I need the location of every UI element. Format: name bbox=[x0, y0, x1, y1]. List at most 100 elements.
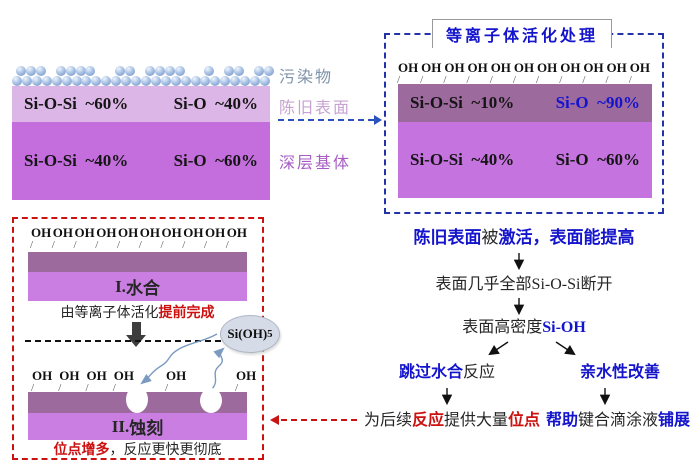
hydroxyl-group: OH/ bbox=[443, 61, 464, 86]
down-arrow-icon bbox=[441, 388, 453, 406]
oh-label: OH bbox=[537, 60, 558, 75]
contaminant-sphere bbox=[35, 66, 46, 76]
contaminant-sphere bbox=[51, 76, 62, 86]
contaminant-sphere bbox=[25, 66, 36, 76]
hydroxyl-group: OH/ bbox=[139, 225, 160, 251]
oh-label: OH bbox=[183, 225, 204, 240]
branch-arrow-right-icon bbox=[555, 341, 576, 356]
contaminant-sphere bbox=[41, 76, 52, 86]
text-segment: 提前完成 bbox=[158, 306, 215, 321]
contaminant-sphere bbox=[154, 66, 165, 76]
oh-label: OH bbox=[31, 225, 52, 240]
plasma-top-layer: Si-O-Si ~10% Si-O ~90% bbox=[398, 84, 652, 122]
contaminant-sphere bbox=[250, 76, 261, 86]
oh-group-row: OH/OH/OH/OH/ bbox=[31, 368, 134, 394]
bond-slash-icon: / bbox=[160, 239, 164, 251]
flow-result-spread: 帮助键合滴涂液铺展 bbox=[546, 412, 690, 430]
hydroxyl-group: OH/ bbox=[113, 368, 134, 394]
dashed-separator-line bbox=[25, 340, 221, 342]
etch-step-title: II. 蚀刻 bbox=[28, 413, 247, 440]
oh-label: OH bbox=[139, 225, 160, 240]
text-segment: 为后续 bbox=[364, 412, 413, 429]
hydroxyl-group: OH/ bbox=[182, 225, 204, 251]
hydroxyl-group: OH/ bbox=[226, 226, 247, 251]
contaminant-sphere bbox=[264, 66, 274, 76]
bond-slash-icon: / bbox=[628, 74, 632, 86]
hydroxyl-group: OH/ bbox=[559, 61, 580, 86]
oh-label: OH bbox=[236, 368, 257, 383]
label-substrate: 深层基体 bbox=[279, 155, 352, 172]
text-segment: Si-OH bbox=[542, 319, 586, 336]
contaminant-sphere bbox=[71, 76, 82, 86]
layer-label: Si-O-Si ~10% bbox=[410, 93, 515, 112]
oh-label: OH bbox=[606, 60, 627, 75]
hydroxyl-group: OH/ bbox=[85, 369, 107, 394]
contaminant-sphere bbox=[16, 66, 26, 76]
bond-slash-icon: / bbox=[489, 74, 493, 86]
etch-pit bbox=[200, 388, 222, 413]
layer-label: Si-O ~90% bbox=[555, 93, 640, 112]
contaminant-sphere bbox=[230, 76, 241, 86]
contaminant-sphere bbox=[254, 66, 265, 76]
text-segment: I. bbox=[115, 276, 126, 296]
oh-label: OH bbox=[32, 368, 53, 383]
oh-group-row: OH/ bbox=[235, 368, 258, 394]
contaminant-sphere bbox=[200, 76, 211, 86]
oh-label: OH bbox=[52, 225, 73, 240]
contaminant-sphere bbox=[125, 66, 136, 76]
contaminant-sphere bbox=[75, 66, 86, 76]
hydroxyl-group: OH/ bbox=[397, 61, 418, 86]
down-arrow-icon bbox=[513, 253, 525, 271]
bond-slash-icon: / bbox=[536, 74, 540, 86]
branch-arrow-left-icon bbox=[488, 341, 509, 356]
bond-slash-icon: / bbox=[165, 382, 169, 394]
label-aged-surface: 陈旧表面 bbox=[279, 100, 352, 117]
aged-bottom-layer: Si-O-Si ~40% Si-O ~60% bbox=[12, 122, 270, 200]
text-segment: 提供大量 bbox=[444, 412, 509, 429]
contaminant-sphere bbox=[190, 76, 201, 86]
plasma-box-title: 等离子体活化处理 bbox=[432, 19, 612, 48]
hydroxyl-group: OH/ bbox=[117, 226, 138, 251]
contaminant-sphere bbox=[12, 76, 22, 86]
bond-slash-icon: / bbox=[605, 74, 609, 86]
oh-label: OH bbox=[113, 368, 134, 383]
flow-step-activated: 陈旧表面被激活，表面能提高 bbox=[384, 228, 664, 248]
hydroxyl-group: OH/ bbox=[160, 225, 182, 251]
oh-label: OH bbox=[629, 60, 650, 75]
text-segment: 表面高密度 bbox=[462, 319, 543, 336]
contaminant-sphere bbox=[115, 66, 126, 76]
molecule-formula: Si(OH) bbox=[227, 326, 268, 341]
text-segment: 被 bbox=[481, 228, 499, 247]
hydroxyl-group: OH/ bbox=[30, 225, 52, 251]
hydroxyl-group: OH/ bbox=[165, 369, 186, 394]
hydroxyl-group: OH/ bbox=[204, 225, 226, 251]
oh-group-row: OH/ bbox=[165, 369, 188, 394]
contaminant-sphere bbox=[180, 76, 191, 86]
bond-slash-icon: / bbox=[85, 382, 89, 394]
bond-slash-icon: / bbox=[397, 74, 401, 86]
text-segment: ，反应更快更彻底 bbox=[109, 443, 222, 458]
contaminant-sphere bbox=[170, 76, 181, 86]
oh-label: OH bbox=[467, 60, 488, 75]
flow-branch-hydrophilicity: 亲水性改善 bbox=[550, 364, 690, 382]
oh-label: OH bbox=[161, 225, 182, 240]
oh-label: OH bbox=[59, 368, 80, 383]
oh-label: OH bbox=[583, 60, 604, 75]
hydroxyl-group: OH/ bbox=[74, 226, 95, 251]
layer-label: Si-O ~40% bbox=[173, 94, 258, 113]
hydroxyl-group: OH/ bbox=[536, 60, 558, 86]
text-segment: 反应 bbox=[412, 412, 445, 429]
contaminant-sphere bbox=[131, 76, 142, 86]
flow-branch-skip-hydration: 跳过水合反应 bbox=[377, 364, 517, 382]
thick-down-arrow-icon bbox=[132, 322, 141, 336]
oh-label: OH bbox=[205, 225, 226, 240]
bond-slash-icon: / bbox=[443, 74, 447, 86]
extraction-squiggle-icon bbox=[140, 333, 225, 391]
hydroxyl-group: OH/ bbox=[58, 368, 80, 394]
contaminant-sphere bbox=[81, 76, 92, 86]
oh-group-row: OH/OH/OH/OH/OH/OH/OH/OH/OH/OH/ bbox=[30, 225, 247, 251]
flow-result-sites: 为后续反应提供大量位点 bbox=[364, 412, 540, 430]
contaminant-sphere bbox=[150, 76, 161, 86]
layer-label: Si-O-Si ~60% bbox=[24, 94, 129, 113]
